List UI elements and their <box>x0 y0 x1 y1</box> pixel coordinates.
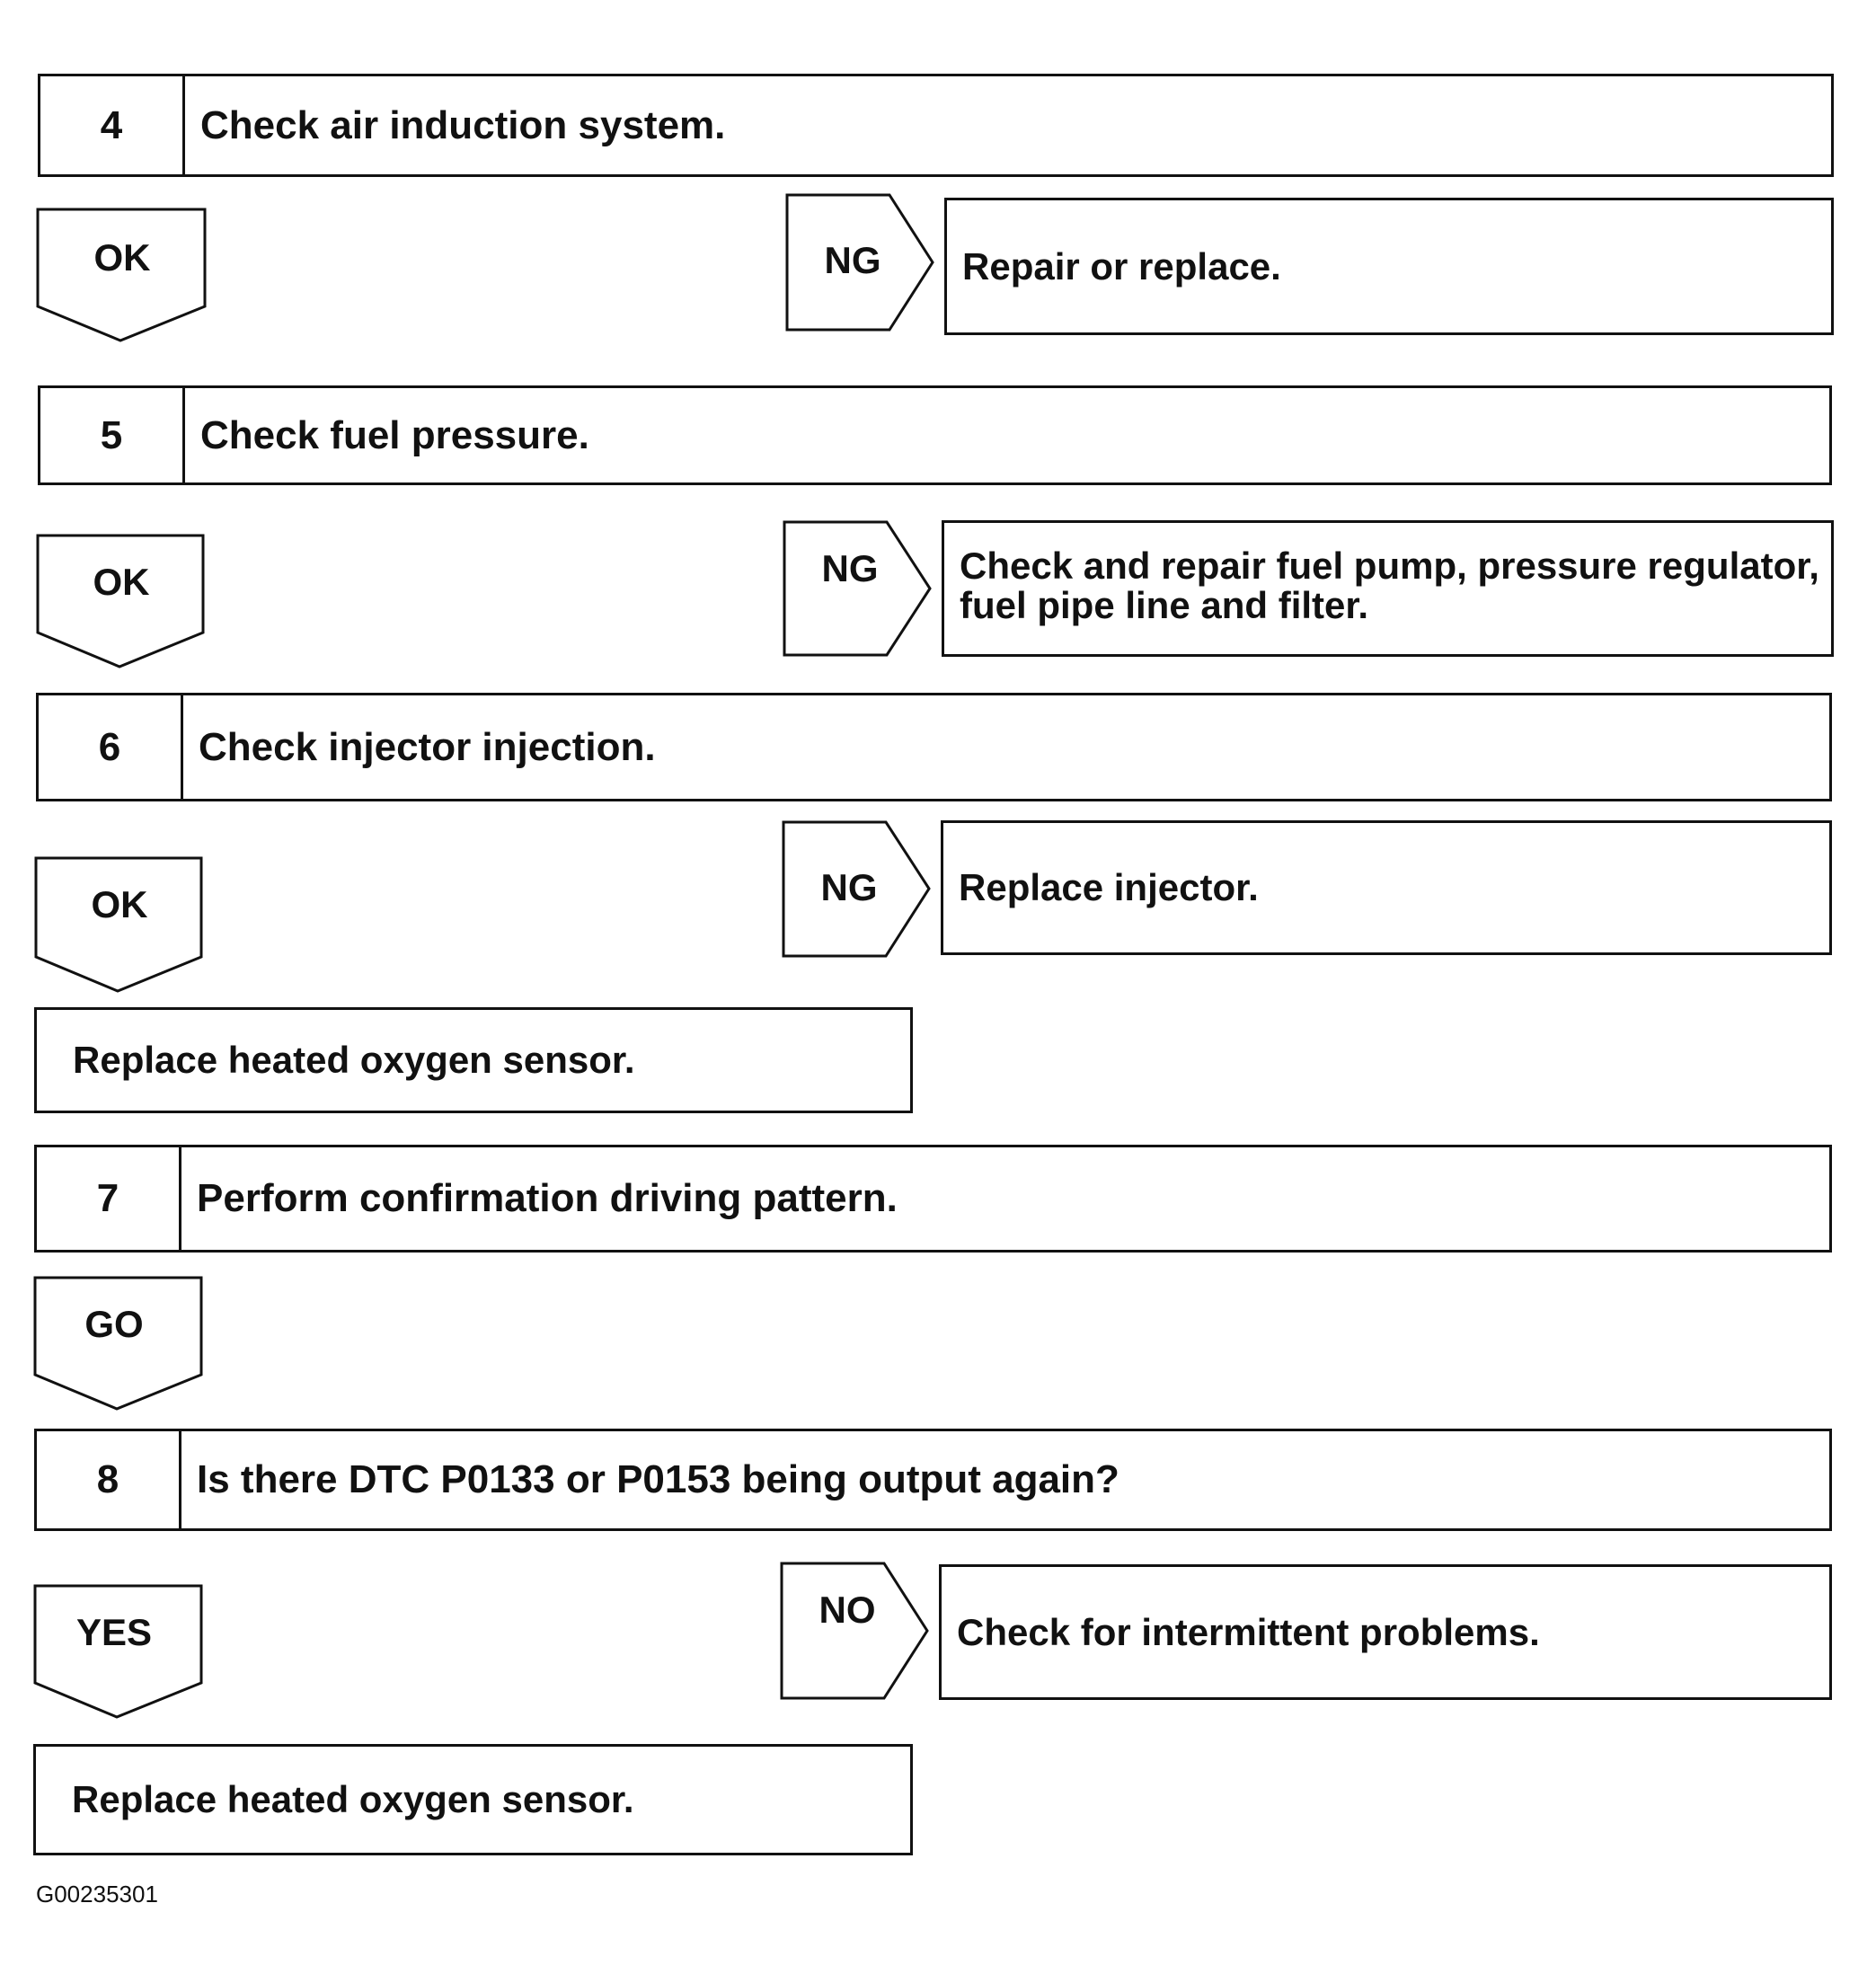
step-8-yes-label: YES <box>75 1611 153 1653</box>
step-6-ok-arrow: OK <box>34 856 205 994</box>
step-4-number: 4 <box>40 76 185 174</box>
step-5-text: Check fuel pressure. <box>200 412 589 457</box>
step-5-box: 5 Check fuel pressure. <box>38 385 1832 485</box>
step-5-ng-arrow: NG <box>783 520 934 657</box>
step-4-ok-arrow: OK <box>36 208 208 344</box>
step-6-ng-arrow: NG <box>782 820 933 958</box>
step-8-no-label: NO <box>819 1589 876 1631</box>
step-8-final-action: Replace heated oxygen sensor. <box>33 1744 913 1855</box>
step-8-yes-arrow: YES <box>33 1584 205 1721</box>
step-8-no-arrow: NO <box>780 1562 931 1700</box>
step-6-ok-label: OK <box>91 883 148 925</box>
step-5-ng-result-line1: Check and repair fuel pump, pressure reg… <box>960 544 1819 587</box>
step-4-ng-result: Repair or replace. <box>944 198 1834 335</box>
step-4-ok-label: OK <box>93 236 151 279</box>
step-6-text: Check injector injection. <box>199 724 656 769</box>
step-4-box: 4 Check air induction system. <box>38 74 1834 177</box>
figure-id: G00235301 <box>36 1881 158 1908</box>
step-7-go-arrow: GO <box>33 1276 205 1412</box>
step-7-text: Perform confirmation driving pattern. <box>197 1176 898 1220</box>
step-4-ng-arrow: NG <box>785 193 936 332</box>
step-5-ok-label: OK <box>93 561 150 603</box>
step-5-ng-label: NG <box>821 547 879 589</box>
step-6-ng-label: NG <box>820 866 878 908</box>
step-5-ng-result: Check and repair fuel pump, pressure reg… <box>942 520 1834 657</box>
step-4-ng-label: NG <box>824 239 881 281</box>
step-8-text: Is there DTC P0133 or P0153 being output… <box>197 1457 1119 1501</box>
step-6-ng-result: Replace injector. <box>941 820 1832 955</box>
step-8-no-result: Check for intermittent problems. <box>939 1564 1832 1700</box>
step-5-number: 5 <box>40 388 185 482</box>
step-7-number: 7 <box>37 1147 181 1250</box>
step-8-number: 8 <box>37 1431 181 1528</box>
step-7-go-label: GO <box>84 1303 144 1345</box>
step-5-ok-arrow: OK <box>36 534 207 670</box>
step-8-box: 8 Is there DTC P0133 or P0153 being outp… <box>34 1429 1832 1531</box>
step-6-number: 6 <box>39 695 183 799</box>
step-6-box: 6 Check injector injection. <box>36 693 1832 801</box>
step-6-final-action: Replace heated oxygen sensor. <box>34 1007 913 1113</box>
step-4-text: Check air induction system. <box>200 102 726 147</box>
step-7-box: 7 Perform confirmation driving pattern. <box>34 1145 1832 1253</box>
step-5-ng-result-line2: fuel pipe line and filter. <box>960 584 1369 626</box>
